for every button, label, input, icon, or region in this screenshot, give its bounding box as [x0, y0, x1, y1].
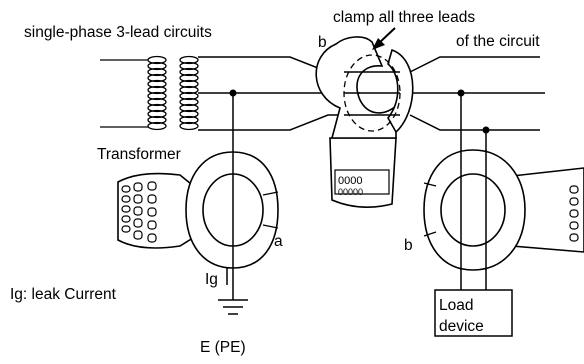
wire-through-clamp-b-right	[460, 150, 487, 270]
clamp-b-right-keypad	[569, 185, 579, 242]
load-device-label-line2: device	[439, 318, 484, 335]
transformer-coils	[100, 55, 199, 131]
clamp-a-jaw-seam	[262, 191, 279, 229]
clamp-b-right-label: b	[404, 237, 413, 254]
clamp-b-top-display-digits: 0000	[338, 175, 362, 187]
wires-through-clamps	[232, 71, 487, 270]
clamp-b-top-display-sub: 00000	[338, 187, 363, 197]
clamp-arrow-icon	[372, 27, 396, 50]
ig-label: Ig	[205, 271, 218, 288]
load-device-box	[434, 289, 513, 337]
primary-coil	[147, 55, 167, 131]
ig-legend-label: Ig: leak Current	[10, 286, 117, 303]
junction-dot-load-bottom	[482, 126, 490, 134]
clamp-meter-b-top: 0000 00000	[315, 36, 414, 208]
ground-symbol-icon	[218, 299, 248, 315]
clamp-a-keypad	[121, 181, 157, 243]
load-device-label-line1: Load	[439, 297, 473, 314]
junction-dot-transformer	[229, 89, 237, 97]
clamp-b-top-jaw-right	[387, 48, 414, 134]
junction-dot-load-middle	[457, 89, 465, 97]
clamp-b-right-jaw-seam	[423, 182, 437, 237]
clamp-a-label: a	[274, 233, 283, 250]
secondary-coil	[179, 55, 199, 131]
clamp-b-top-display	[334, 169, 390, 195]
clamp-note-line1: clamp all three leads	[333, 9, 475, 26]
circuit-title-label: single-phase 3-lead circuits	[24, 24, 212, 41]
clamp-note-line2: of the circuit	[456, 33, 540, 50]
clamp-b-top-jaw-left	[315, 36, 397, 139]
clamp-meter-a	[117, 151, 279, 269]
transformer-label: Transformer	[97, 146, 181, 163]
clamp-meter-b-right	[423, 149, 584, 271]
wire-bottom-right	[409, 114, 540, 131]
clamp-b-right-opening	[440, 173, 506, 247]
primary-leads	[100, 59, 148, 128]
wire-top-right	[409, 56, 540, 73]
clamp-b-top-label: b	[318, 34, 327, 51]
wire-through-clamp-b-top	[344, 71, 400, 116]
earth-label: E (PE)	[200, 339, 246, 356]
